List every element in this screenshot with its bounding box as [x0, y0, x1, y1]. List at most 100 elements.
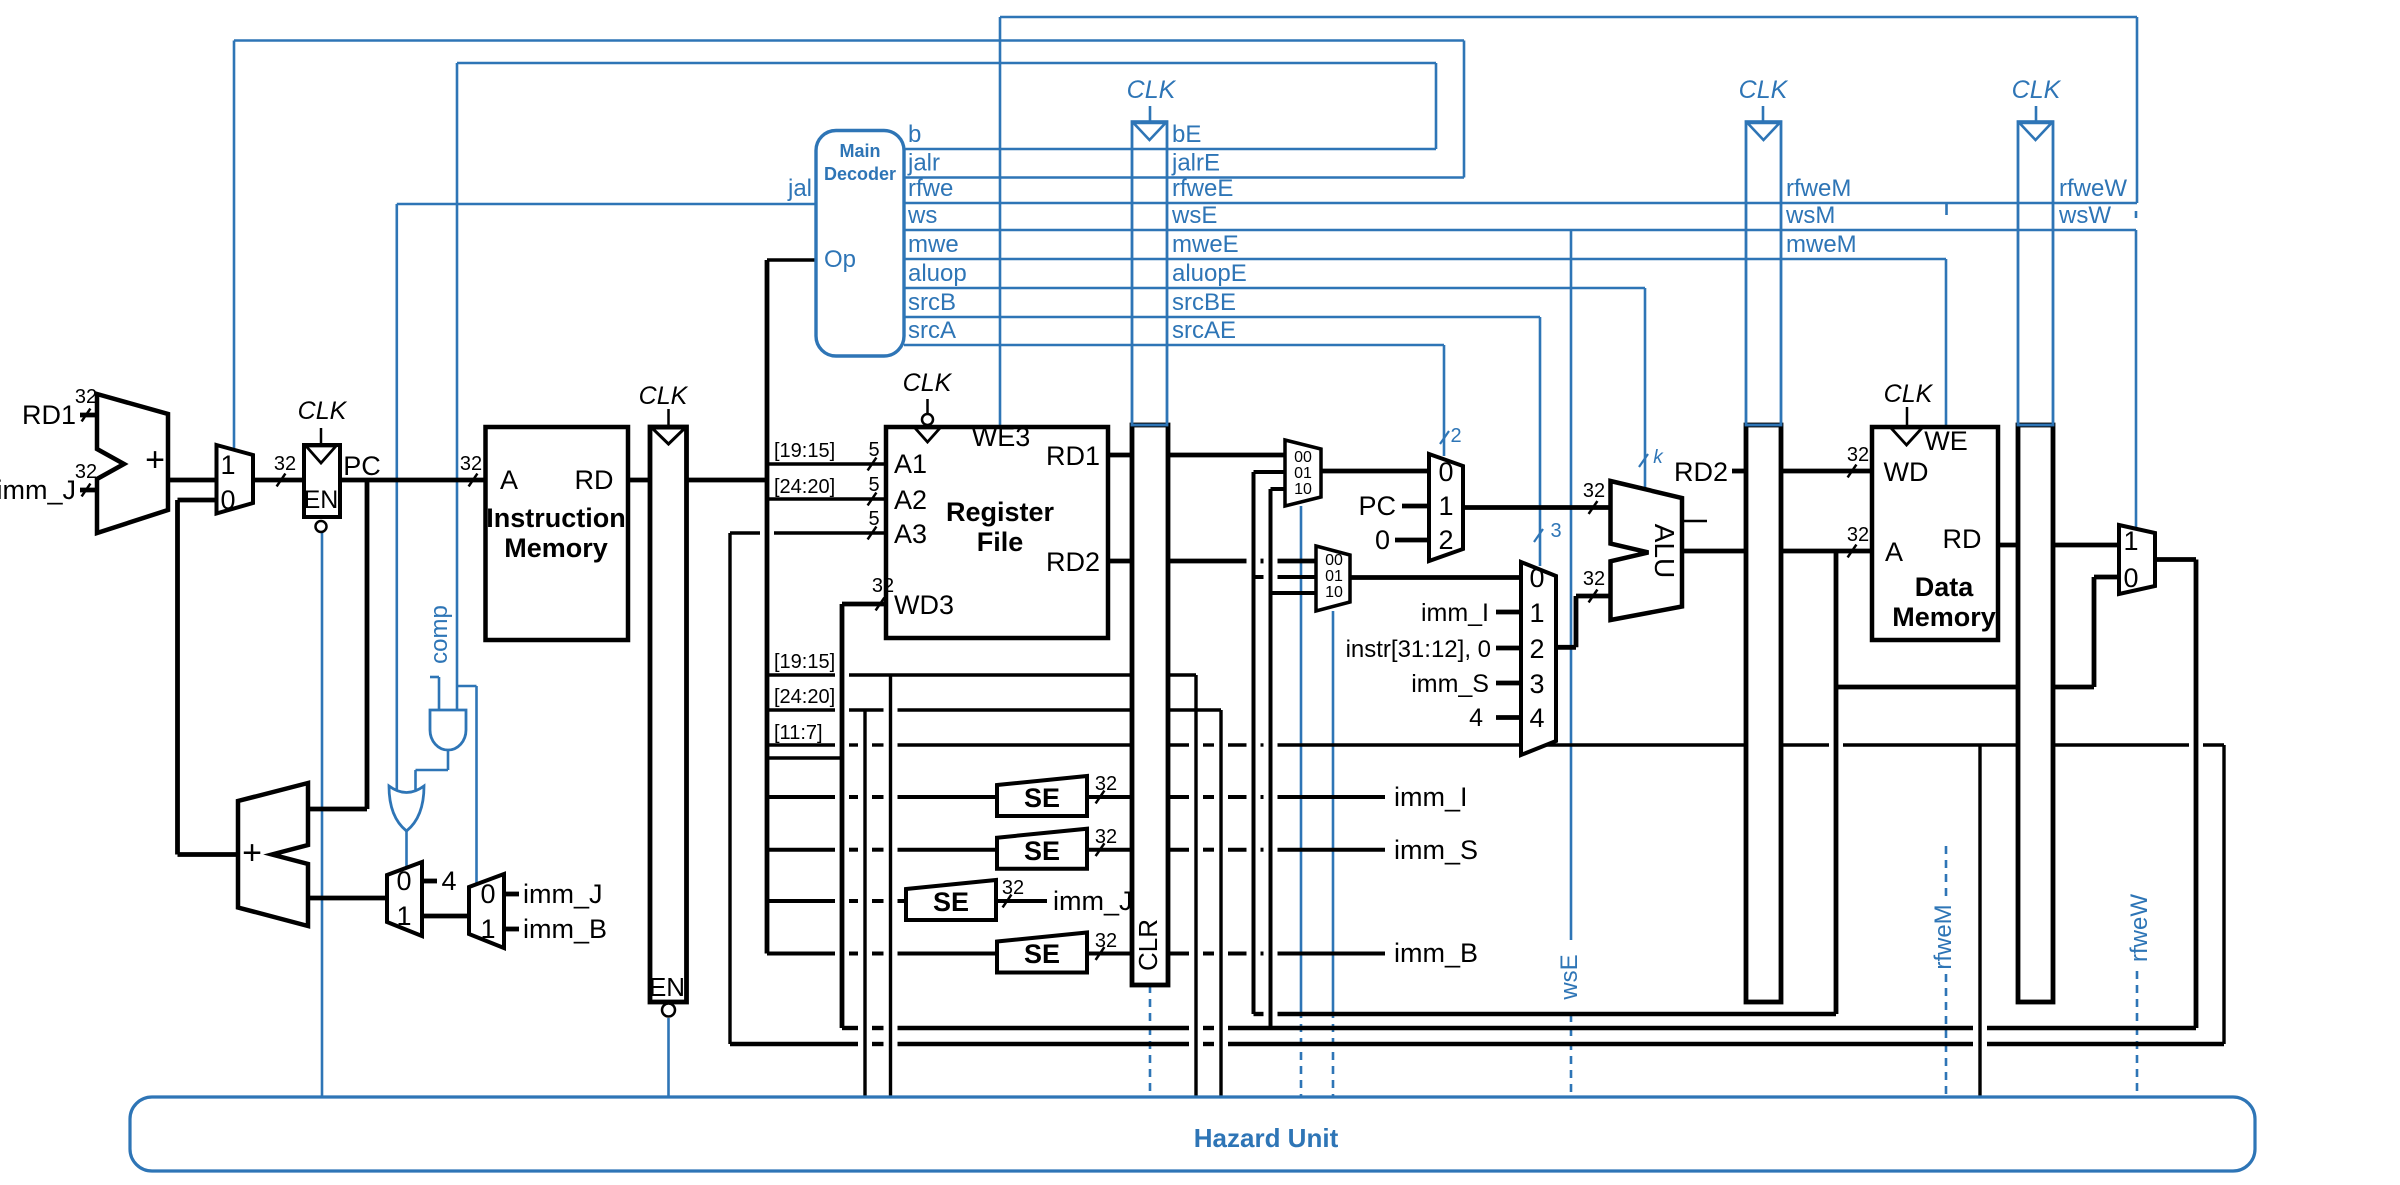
svg-text:32: 32	[274, 453, 296, 475]
svg-text:RD: RD	[1943, 524, 1982, 554]
svg-text:32: 32	[75, 461, 97, 483]
svg-text:CLK: CLK	[1127, 76, 1177, 104]
svg-text:A3: A3	[894, 519, 927, 549]
svg-text:4: 4	[441, 866, 456, 896]
svg-text:b: b	[908, 121, 921, 148]
svg-text:Memory: Memory	[1892, 602, 1996, 632]
svg-text:1: 1	[1529, 598, 1544, 628]
svg-text:1: 1	[396, 901, 411, 931]
svg-text:RD1: RD1	[22, 400, 76, 430]
svg-text:10: 10	[1325, 584, 1343, 601]
svg-text:A2: A2	[894, 485, 927, 515]
svg-text:rfweW: rfweW	[2126, 894, 2153, 962]
svg-text:1: 1	[480, 914, 495, 944]
svg-text:3: 3	[1529, 669, 1544, 699]
svg-text:imm_J: imm_J	[0, 475, 76, 505]
svg-text:jal: jal	[787, 175, 812, 202]
svg-text:32: 32	[1002, 877, 1024, 899]
svg-text:aluop: aluop	[908, 260, 967, 287]
svg-text:32: 32	[1095, 826, 1117, 848]
svg-text:1: 1	[220, 450, 235, 480]
svg-text:RD2: RD2	[1046, 547, 1100, 577]
svg-text:rfweE: rfweE	[1172, 175, 1233, 202]
svg-text:aluopE: aluopE	[1172, 260, 1247, 287]
svg-text:00: 00	[1294, 449, 1312, 466]
svg-text:[19:15]: [19:15]	[774, 651, 835, 673]
svg-text:Decoder: Decoder	[824, 164, 896, 184]
svg-text:rfweM: rfweM	[1930, 904, 1957, 969]
svg-text:imm_I: imm_I	[1394, 782, 1468, 812]
svg-text:srcBE: srcBE	[1172, 289, 1236, 316]
svg-text:3: 3	[1550, 520, 1561, 542]
svg-text:jalr: jalr	[907, 150, 940, 177]
svg-text:0: 0	[1375, 525, 1390, 555]
svg-text:Instruction: Instruction	[486, 503, 626, 533]
svg-text:wsE: wsE	[1171, 202, 1217, 229]
svg-text:imm_B: imm_B	[1394, 938, 1478, 968]
svg-text:1: 1	[2123, 526, 2138, 556]
svg-text:imm_J: imm_J	[523, 879, 603, 909]
svg-text:CLR: CLR	[1133, 919, 1163, 971]
svg-text:imm_J: imm_J	[1053, 886, 1133, 916]
svg-text:wsM: wsM	[1785, 202, 1835, 229]
svg-text:SE: SE	[933, 887, 969, 917]
svg-text:Hazard Unit: Hazard Unit	[1194, 1123, 1339, 1153]
svg-text:rfweM: rfweM	[1786, 175, 1851, 202]
svg-text:SE: SE	[1024, 939, 1060, 969]
svg-text:comp: comp	[426, 605, 453, 664]
svg-text:ws: ws	[907, 202, 937, 229]
svg-text:k: k	[1653, 447, 1664, 468]
svg-text:srcA: srcA	[908, 317, 956, 344]
svg-text:WD3: WD3	[894, 590, 954, 620]
svg-text:WD: WD	[1884, 457, 1929, 487]
svg-text:PC: PC	[343, 451, 381, 481]
svg-text:5: 5	[868, 508, 879, 530]
svg-text:2: 2	[1529, 634, 1544, 664]
svg-text:[24:20]: [24:20]	[774, 686, 835, 708]
svg-text:+: +	[242, 834, 262, 872]
svg-text:[24:20]: [24:20]	[774, 476, 835, 498]
svg-text:mwe: mwe	[908, 231, 959, 258]
svg-text:0: 0	[480, 879, 495, 909]
svg-text:imm_S: imm_S	[1411, 670, 1489, 698]
svg-text:CLK: CLK	[1739, 76, 1789, 104]
svg-text:32: 32	[1583, 568, 1605, 590]
svg-text:instr[31:12], 0: instr[31:12], 0	[1346, 636, 1491, 663]
svg-text:2: 2	[1450, 425, 1461, 447]
svg-text:srcB: srcB	[908, 289, 956, 316]
svg-text:10: 10	[1294, 481, 1312, 498]
svg-text:WE3: WE3	[972, 422, 1031, 452]
svg-text:File: File	[977, 527, 1024, 557]
svg-text:0: 0	[220, 485, 235, 515]
svg-text:imm_B: imm_B	[523, 914, 607, 944]
svg-text:5: 5	[868, 474, 879, 496]
svg-text:A1: A1	[894, 449, 927, 479]
svg-text:PC: PC	[1358, 491, 1396, 521]
svg-text:CLK: CLK	[1884, 380, 1934, 408]
svg-text:32: 32	[1095, 930, 1117, 952]
svg-text:RD: RD	[575, 465, 614, 495]
svg-text:rfwe: rfwe	[908, 175, 953, 202]
svg-text:Memory: Memory	[504, 533, 608, 563]
svg-text:32: 32	[1583, 480, 1605, 502]
svg-text:32: 32	[75, 386, 97, 408]
svg-text:A: A	[1885, 537, 1903, 567]
svg-text:bE: bE	[1172, 121, 1201, 148]
svg-text:32: 32	[872, 575, 894, 597]
svg-text:ALU: ALU	[1649, 524, 1680, 578]
svg-text:jalrE: jalrE	[1171, 150, 1220, 177]
svg-text:rfweW: rfweW	[2059, 175, 2127, 202]
svg-text:4: 4	[1469, 704, 1483, 732]
svg-text:mweM: mweM	[1786, 231, 1857, 258]
svg-text:imm_S: imm_S	[1394, 835, 1478, 865]
svg-text:0: 0	[1529, 563, 1544, 593]
svg-text:+: +	[145, 441, 165, 479]
svg-text:[19:15]: [19:15]	[774, 440, 835, 462]
svg-text:srcAE: srcAE	[1172, 317, 1236, 344]
svg-text:32: 32	[460, 453, 482, 475]
svg-text:01: 01	[1325, 568, 1343, 585]
svg-text:Main: Main	[839, 141, 880, 161]
svg-text:A: A	[500, 465, 518, 495]
svg-text:CLK: CLK	[2012, 76, 2062, 104]
svg-text:WE: WE	[1924, 426, 1968, 456]
